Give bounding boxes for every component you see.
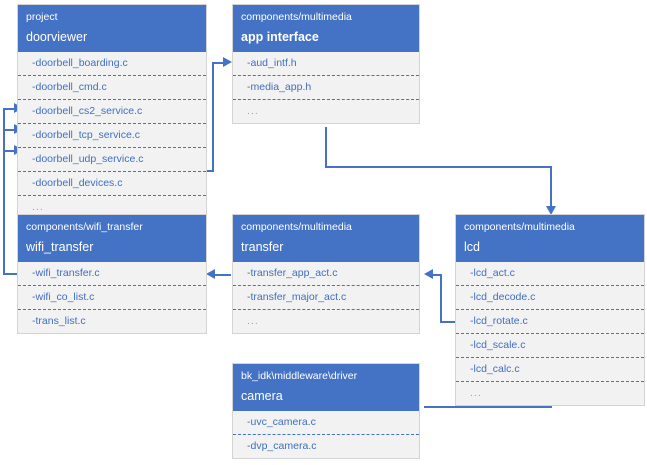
- list-item-more[interactable]: ...: [470, 387, 482, 399]
- box-doorviewer-body: -doorbell_boarding.c -doorbell_cmd.c -do…: [18, 52, 206, 219]
- list-item[interactable]: -doorbell_tcp_service.c: [18, 124, 206, 148]
- box-lcd-title: lcd: [464, 240, 480, 254]
- list-item-more[interactable]: ...: [32, 201, 44, 213]
- box-doorviewer[interactable]: project doorviewer -doorbell_boarding.c …: [17, 4, 207, 220]
- box-app-interface-title: app interface: [241, 30, 319, 44]
- box-camera-package: bk_idk\middleware\driver: [241, 370, 358, 382]
- box-app-interface-header: components/multimedia app interface: [233, 5, 419, 52]
- arrowhead-into-app-interface: [223, 57, 232, 67]
- list-item[interactable]: -lcd_calc.c: [456, 358, 644, 382]
- list-item[interactable]: -transfer_major_act.c: [233, 286, 419, 310]
- list-item-more[interactable]: ...: [247, 105, 259, 117]
- connector-appinterface-to-lcd-h: [325, 166, 552, 168]
- connector-lcd-to-transfer-h2: [432, 274, 442, 276]
- box-wifi-transfer-package: components/wifi_transfer: [26, 221, 143, 233]
- list-item[interactable]: -doorbell_boarding.c: [18, 52, 206, 76]
- list-item[interactable]: -doorbell_cmd.c: [18, 76, 206, 100]
- box-doorviewer-package: project: [26, 11, 58, 23]
- list-item[interactable]: -transfer_app_act.c: [233, 262, 419, 286]
- connector-transfer-to-wifitransfer-h: [215, 274, 231, 276]
- box-camera[interactable]: bk_idk\middleware\driver camera -uvc_cam…: [232, 363, 420, 459]
- box-transfer-title: transfer: [241, 240, 284, 254]
- box-lcd[interactable]: components/multimedia lcd -lcd_act.c -lc…: [455, 214, 645, 406]
- list-item[interactable]: -trans_list.c: [32, 315, 86, 327]
- list-item[interactable]: -aud_intf.h: [233, 52, 419, 76]
- list-item[interactable]: -doorbell_udp_service.c: [18, 148, 206, 172]
- connector-wifitransfer-to-doorviewer-h3: [3, 150, 17, 152]
- box-app-interface-body: -aud_intf.h -media_app.h ...: [233, 52, 419, 123]
- box-lcd-header: components/multimedia lcd: [456, 215, 644, 262]
- connector-wifitransfer-to-doorviewer-h2: [3, 129, 17, 131]
- list-item[interactable]: -lcd_act.c: [456, 262, 644, 286]
- list-item[interactable]: -wifi_co_list.c: [18, 286, 206, 310]
- box-wifi-transfer-header: components/wifi_transfer wifi_transfer: [18, 215, 206, 262]
- box-camera-title: camera: [241, 389, 283, 403]
- list-item[interactable]: -lcd_rotate.c: [456, 310, 644, 334]
- arrowhead-into-transfer: [424, 269, 433, 279]
- list-item[interactable]: -doorbell_devices.c: [18, 172, 206, 196]
- box-app-interface[interactable]: components/multimedia app interface -aud…: [232, 4, 420, 124]
- connector-wifitransfer-to-doorviewer-v: [3, 108, 5, 274]
- box-wifi-transfer-title: wifi_transfer: [26, 240, 94, 254]
- box-app-interface-package: components/multimedia: [241, 11, 352, 23]
- list-item[interactable]: -media_app.h: [233, 76, 419, 100]
- box-wifi-transfer[interactable]: components/wifi_transfer wifi_transfer -…: [17, 214, 207, 334]
- list-item[interactable]: -doorbell_cs2_service.c: [18, 100, 206, 124]
- arrowhead-into-wifi-transfer: [206, 269, 215, 279]
- box-transfer-package: components/multimedia: [241, 221, 352, 233]
- connector-doorviewer-to-appinterface-v: [212, 62, 214, 171]
- box-doorviewer-header: project doorviewer: [18, 5, 206, 52]
- connector-lcd-to-transfer-h1: [440, 321, 466, 323]
- box-lcd-package: components/multimedia: [464, 221, 575, 233]
- connector-lcd-to-transfer-v: [440, 274, 442, 322]
- list-item[interactable]: -lcd_decode.c: [456, 286, 644, 310]
- box-transfer-body: -transfer_app_act.c -transfer_major_act.…: [233, 262, 419, 333]
- box-camera-body: -uvc_camera.c -dvp_camera.c: [233, 411, 419, 458]
- list-item[interactable]: -lcd_scale.c: [456, 334, 644, 358]
- connector-doorviewer-to-appinterface-h2: [212, 62, 225, 64]
- arrowhead-into-lcd: [546, 206, 556, 215]
- box-wifi-transfer-body: -wifi_transfer.c -wifi_co_list.c -trans_…: [18, 262, 206, 333]
- list-item[interactable]: -dvp_camera.c: [247, 440, 317, 452]
- box-camera-header: bk_idk\middleware\driver camera: [233, 364, 419, 411]
- list-item[interactable]: -uvc_camera.c: [233, 411, 419, 435]
- box-doorviewer-title: doorviewer: [26, 30, 88, 44]
- box-transfer-header: components/multimedia transfer: [233, 215, 419, 262]
- connector-wifitransfer-to-doorviewer-h0: [3, 273, 20, 275]
- list-item-more[interactable]: ...: [247, 315, 259, 327]
- connector-appinterface-to-lcd-v2: [550, 166, 552, 208]
- list-item[interactable]: -wifi_transfer.c: [18, 262, 206, 286]
- connector-appinterface-to-lcd-v1: [325, 127, 327, 167]
- box-lcd-body: -lcd_act.c -lcd_decode.c -lcd_rotate.c -…: [456, 262, 644, 405]
- connector-camera-to-lcd-h: [424, 406, 552, 408]
- box-transfer[interactable]: components/multimedia transfer -transfer…: [232, 214, 420, 334]
- connector-wifitransfer-to-doorviewer-h1: [3, 108, 17, 110]
